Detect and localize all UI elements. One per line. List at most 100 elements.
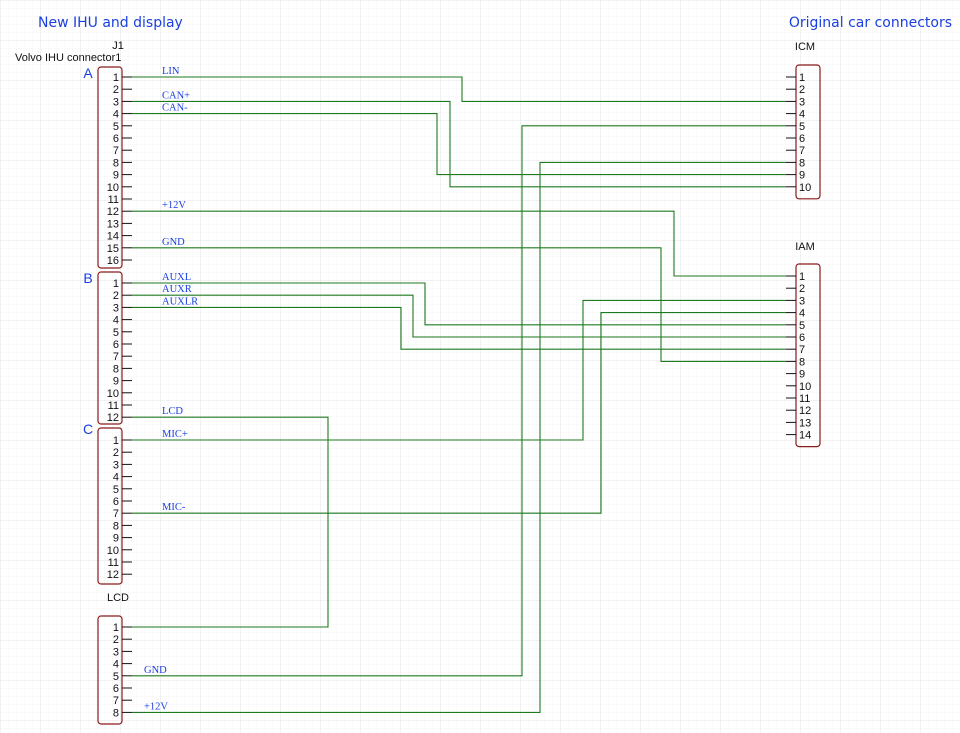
j1-section-c-pin-3-number: 3 [113, 459, 119, 471]
iam-pin-6-number: 6 [799, 332, 805, 344]
header-left: New IHU and display [38, 15, 183, 31]
j1-section-c-pin-5-number: 5 [113, 484, 119, 496]
icm-pin-1-number: 1 [799, 72, 805, 84]
j1-section-a-pin-14-number: 14 [107, 231, 119, 243]
iam-pin-1-number: 1 [799, 271, 805, 283]
j1-section-a-pin-13-number: 13 [107, 218, 119, 230]
iam-pin-12-number: 12 [799, 405, 811, 417]
net-label-3: +12V [162, 200, 186, 211]
wire-12v-3 [132, 210, 786, 277]
wire-can-2 [132, 113, 786, 176]
icm-pin-3-number: 3 [799, 96, 805, 108]
icm-pin-8-number: 8 [799, 157, 805, 169]
wire-auxr-6 [132, 294, 786, 338]
icm-refdes: ICM [795, 41, 815, 53]
net-label-0: LIN [162, 66, 180, 77]
wire-lin-0 [132, 76, 786, 102]
j1-section-a-pin-4-number: 4 [113, 109, 119, 121]
wires-layer [132, 76, 786, 713]
icm-pin-7-number: 7 [799, 145, 805, 157]
j1-section-a-pin-16-number: 16 [107, 255, 119, 267]
j1-section-a-pin-3-number: 3 [113, 96, 119, 108]
icm-pin-6-number: 6 [799, 133, 805, 145]
net-label-7: AUXLR [162, 296, 198, 307]
j1-section-b-pin-8-number: 8 [113, 363, 119, 375]
connectors-layer: 1234567891011121314151612345678910111212… [97, 64, 821, 725]
j1-section-a-pin-15-number: 15 [107, 243, 119, 255]
net-label-10: MIC- [162, 502, 186, 513]
j1-section-c-pin-2-number: 2 [113, 447, 119, 459]
lcd-pin-6-number: 6 [113, 683, 119, 695]
lcd-pin-2-number: 2 [113, 634, 119, 646]
iam-pin-7-number: 7 [799, 344, 805, 356]
j1-section-b-pin-4-number: 4 [113, 315, 119, 327]
icm-body [795, 64, 821, 200]
j1-section-b-pin-12-number: 12 [107, 412, 119, 424]
iam-pin-14-number: 14 [799, 430, 811, 442]
j1-section-a-pin-8-number: 8 [113, 157, 119, 169]
lcd-pin-5-number: 5 [113, 671, 119, 683]
j1-section-a-pin-2-number: 2 [113, 84, 119, 96]
net-label-9: MIC+ [162, 429, 188, 440]
net-label-8: LCD [162, 406, 183, 417]
lcd-pin-3-number: 3 [113, 646, 119, 658]
icm-pin-5-number: 5 [799, 121, 805, 133]
iam-pin-3-number: 3 [799, 295, 805, 307]
iam-body [795, 263, 821, 448]
j1-value: Volvo IHU connector1 [15, 52, 121, 64]
j1-section-a-pin-7-number: 7 [113, 145, 119, 157]
wire-mic-10 [132, 312, 786, 514]
net-labels-layer: LINCAN+CAN-+12VGNDAUXLAUXRAUXLRLCDMIC+MI… [144, 66, 198, 712]
net-label-5: AUXL [162, 272, 191, 283]
j1-section-c-pin-11-number: 11 [108, 557, 119, 569]
j1-section-c-pin-7-number: 7 [113, 508, 119, 520]
j1-section-c-pin-12-number: 12 [107, 569, 119, 581]
net-label-2: CAN- [162, 103, 188, 114]
wire-lcd-8 [132, 416, 329, 628]
lcd-refdes: LCD [107, 592, 129, 604]
icm-pin-4-number: 4 [799, 109, 805, 121]
lcd-pin-1-number: 1 [113, 622, 119, 634]
j1-section-b-pin-6-number: 6 [113, 339, 119, 351]
lcd-pin-8-number: 8 [113, 707, 119, 719]
j1-section-c-pin-9-number: 9 [113, 533, 119, 545]
j1-section-a-pin-5-number: 5 [113, 121, 119, 133]
wire-auxlr-7 [132, 306, 786, 350]
j1-section-a-pin-1-number: 1 [113, 72, 119, 84]
j1-section-c-pin-6-number: 6 [113, 496, 119, 508]
j1-section-a-label: A [83, 65, 93, 81]
j1-section-b-pin-11-number: 11 [108, 400, 119, 412]
j1-section-b-label: B [83, 270, 92, 286]
j1-section-a-pin-11-number: 11 [108, 194, 119, 206]
lcd-body [97, 615, 123, 725]
j1-section-c-pin-4-number: 4 [113, 472, 119, 484]
j1-section-b-pin-10-number: 10 [107, 388, 119, 400]
lcd-pin-7-number: 7 [113, 695, 119, 707]
j1-section-a-pin-10-number: 10 [107, 182, 119, 194]
wire-auxl-5 [132, 282, 786, 326]
wire-gnd-4 [132, 247, 786, 362]
j1-section-a-pin-9-number: 9 [113, 170, 119, 182]
net-label-11: GND [144, 665, 167, 676]
j1-section-c-pin-10-number: 10 [107, 545, 119, 557]
j1-refdes: J1 [112, 40, 124, 52]
j1-section-c-pin-1-number: 1 [113, 435, 119, 447]
wire-12v-12 [132, 161, 786, 713]
iam-pin-13-number: 13 [799, 417, 811, 429]
iam-pin-2-number: 2 [799, 283, 805, 295]
iam-pin-8-number: 8 [799, 356, 805, 368]
iam-pin-11-number: 11 [799, 393, 810, 405]
j1-section-b-pin-2-number: 2 [113, 290, 119, 302]
iam-pin-4-number: 4 [799, 308, 805, 320]
j1-section-b-pin-9-number: 9 [113, 376, 119, 388]
j1-section-a-pin-12-number: 12 [107, 206, 119, 218]
net-label-4: GND [162, 237, 185, 248]
